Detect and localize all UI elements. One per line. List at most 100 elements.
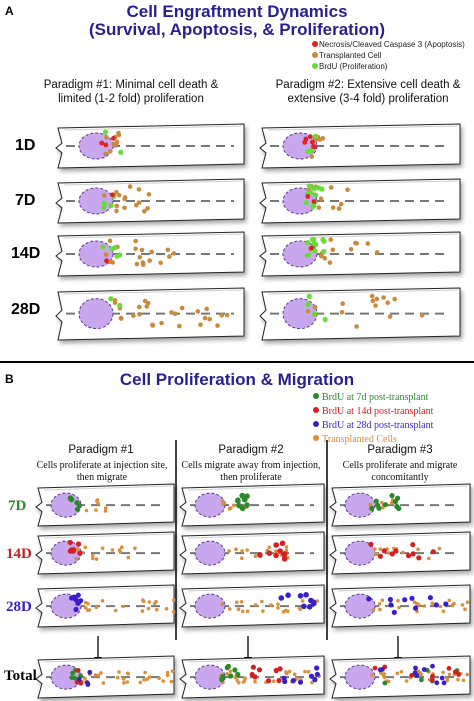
a-r3-c1-cord-inner-edge [63,233,243,239]
a-r4-c1-transplanted-cell [142,298,148,304]
a-r4-c2-cord-inner-edge [267,289,459,295]
a-r4-c1-transplanted-cell [144,304,149,309]
b-r3-c1-brdu-cell [73,596,79,603]
b-r2-c3-brdu-cell [416,555,422,561]
b-r3-c2-transplanted-cell [276,602,280,606]
a-r4-c1-transplanted-cell [159,320,164,326]
b-r2-c3-brdu-cell [406,553,412,559]
b-total-c3-brdu-28d [439,675,445,681]
b-r3-c3-transplanted-cell [441,609,446,614]
b-r2-c2-transplanted-cell [227,549,231,553]
a-r2-c2-cord-inner-edge [267,180,459,186]
b-total-c1-transplanted-cell [125,671,130,676]
a-r3-c2-transplanted-cell [354,241,360,246]
a-r1-c1-cord-inner-edge [63,125,243,131]
a-r2-c2-brdu-cell [315,185,322,191]
a-r3-c2-transplanted-cell [328,237,334,242]
b-total-c1-transplanted-cell [117,670,121,674]
legend-a-apoptosis: Necrosis/Cleaved Caspase 3 (Apoptosis) [319,40,465,49]
a-r4-c2-transplanted-cell [387,314,393,319]
a-r3-c1-transplanted-cell [140,262,146,268]
b-r2-c3-transplanted-cell [373,552,378,557]
b-total-c1-brdu-7d [78,673,83,678]
b-r2-c3-transplanted-cell [378,547,383,551]
b-total-c2-brdu-14d [252,674,258,680]
b-total-c3-brdu-28d [380,667,385,672]
b-total-c1-transplanted-cell [101,681,106,685]
a-r4-c2-transplanted-cell [312,304,318,310]
b-r1-c3-injection-site [344,492,376,518]
b-r2-c3-brdu-cell [381,548,387,554]
b-total-c1-brdu-7d [69,675,75,680]
a-r2-c2-transplanted-cell [330,205,336,210]
b-r2-c1-brdu-cell [77,550,83,556]
b-total-c3-brdu-14d [409,672,415,678]
b-total-c3-transplanted-cell [465,672,470,677]
b-r1-c1-transplanted-cell [94,508,98,512]
b-total-c1-transplanted-cell [99,671,103,675]
b-r3-c2-transplanted-cell [285,609,290,614]
b-total-c1-transplanted-cell [96,673,101,678]
a-r2-c2-brdu-cell [310,203,316,210]
a-r4-c1-transplanted-cell [172,311,178,317]
b-total-c3-transplanted-cell [456,677,460,682]
a-r4-c1-transplanted-cell [118,315,124,321]
b-r3-c2-transplanted-cell [236,607,241,611]
a-r2-c2-transplanted-cell [345,187,350,193]
b-r2-c2-brdu-cell [257,552,263,558]
b-total-c3-brdu-14d [452,669,458,675]
b-total-c2-brdu-7d [220,674,226,680]
a-r4-c2-transplanted-cell [381,295,386,300]
b-r3-c3-brdu-cell [412,605,419,611]
b-r3-c1-transplanted-cell [140,609,145,613]
a-r4-c2-transplanted-cell [370,298,376,304]
b-total-c3-brdu-28d [413,665,418,671]
a-r1-c2-transplanted-cell [309,154,315,159]
a-r4-c2-brdu-cell [305,301,311,308]
b-total-c1-transplanted-cell [121,677,126,681]
b-r1-c2-brdu-cell [236,502,242,509]
b-r3-c1-transplanted-cell [146,606,151,611]
b-total-c2-transplanted-cell [287,669,292,674]
legend-b-brdu-14d: BrdU at 14d post-transplant [322,406,434,417]
a-r1-c1-transplanted-cell [103,151,108,157]
b-total-c1-cord-inner-edge [43,657,173,663]
row-label-b-total: Total [4,668,37,684]
a-r3-c1-brdu-cell [117,252,123,258]
b-total-c1-brdu-14d [75,668,81,673]
b-r2-c2-transplanted-cell [274,549,278,553]
b-r1-c3-brdu-cell [394,503,400,510]
b-r3-c3-transplanted-cell [380,598,385,603]
b-r3-c3-brdu-cell [388,602,394,608]
a-r4-c1-transplanted-cell [207,316,212,322]
b-r1-c3-brdu-cell [382,502,389,508]
b-r2-c1-transplanted-cell [110,548,115,552]
b-r2-c2-transplanted-cell [245,548,249,552]
b-r1-c3-brdu-cell [369,505,375,511]
b-total-c1-brdu-28d [76,676,82,682]
b-r2-c3-transplanted-cell [416,547,420,551]
a-r4-c1-cord-inner-edge [63,289,243,295]
b-r3-c3-transplanted-cell [447,598,452,603]
a-r2-c1-brdu-cell [108,202,114,208]
b-r2-c2-brdu-cell [281,556,288,562]
b-r3-c3-brdu-cell [402,597,408,603]
b-r3-c3-brdu-cell [387,596,393,603]
b-r2-c3-brdu-cell [430,549,436,555]
a-r3-c2-transplanted-cell [330,247,336,253]
b-r3-c3-transplanted-cell [397,605,401,610]
b-total-c3-brdu-28d [434,680,440,686]
a-r4-c2-brdu-cell [312,311,318,317]
b-r3-c1-brdu-cell [78,598,84,604]
b-r3-c2-transplanted-cell [261,609,265,613]
legend-b-transplanted: Transplanted Cells [322,434,397,445]
a-r2-c1-transplanted-cell [133,202,139,208]
b-total-c2-transplanted-cell [253,679,257,684]
a-r4-c2-transplanted-cell [305,308,311,314]
b-r2-c3-cord-inner-edge [337,533,469,539]
row-label-b-14d: 14D [6,546,32,562]
legend-a-brdu-dot [312,63,318,69]
b-r3-c2-transplanted-cell [220,602,225,606]
a-r3-c1-transplanted-cell [137,254,143,260]
b-total-c2-brdu-14d [256,667,263,673]
